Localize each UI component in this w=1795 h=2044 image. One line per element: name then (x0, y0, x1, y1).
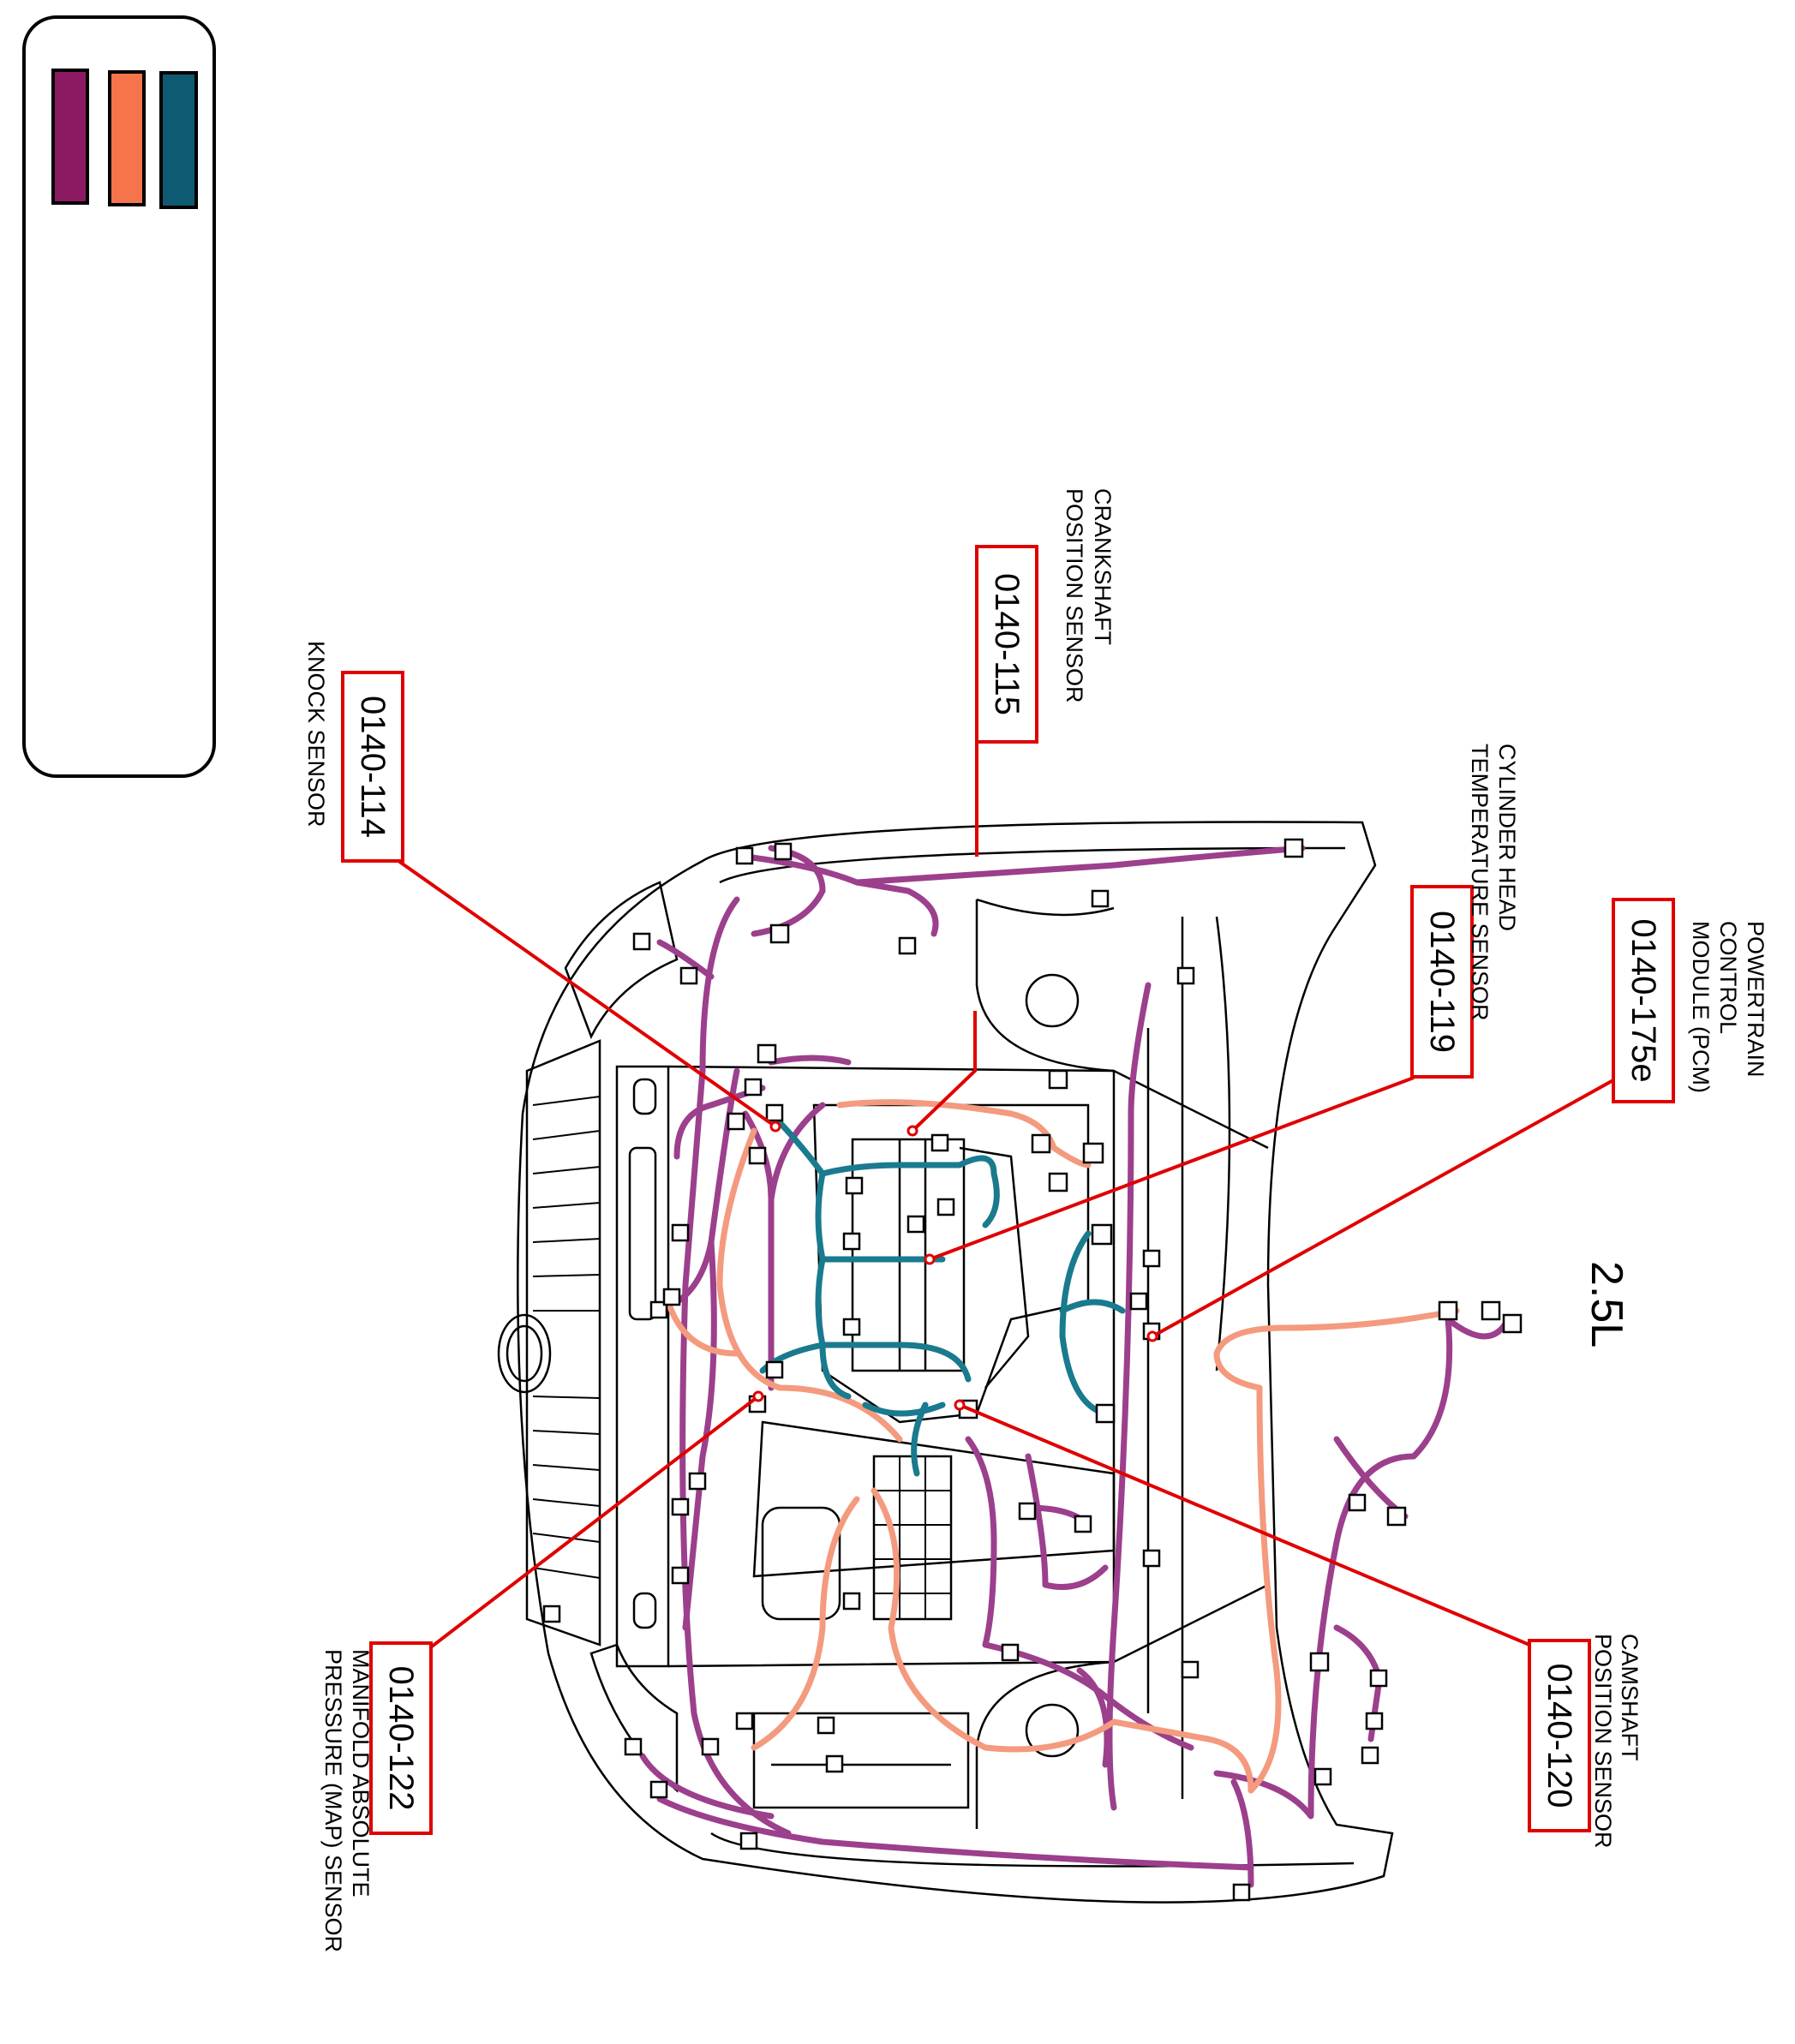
callout-box-knock: 0140-114 (341, 671, 404, 863)
legend-swatch-2 (108, 70, 146, 206)
callout-code-cht: 0140-119 (1423, 911, 1461, 1053)
callout-code-cam: 0140-120 (1541, 1663, 1578, 1808)
connectors (542, 838, 1523, 1902)
callout-label-crank: CRANKSHAFT (1090, 488, 1116, 645)
engine-label-group: 2.5L (1582, 1261, 1631, 1348)
label-map-line1: MANIFOLD ABSOLUTE (348, 1649, 374, 1898)
callout-box-cam: 0140-120 (1528, 1639, 1591, 1832)
callout-label-crank2: POSITION SENSOR (1062, 488, 1087, 703)
callout-label-cam2: POSITION SENSOR (1590, 1634, 1616, 1849)
harness-injector (759, 1110, 1126, 1477)
callout-code-knock: 0140-114 (354, 696, 392, 838)
label-cht-line1: CYLINDER HEAD (1494, 744, 1520, 931)
legend-swatch-3 (159, 71, 198, 209)
callout-anchors (752, 1121, 1158, 1411)
callout-label-map1: MANIFOLD ABSOLUTE (348, 1649, 374, 1898)
callout-label-pcm2: CONTROL (1715, 921, 1741, 1034)
harness-sensor (665, 1099, 1460, 1794)
callout-label-map2: PRESSURE (MAP) SENSOR (320, 1649, 346, 1952)
harness-engine (639, 845, 1511, 1888)
label-crank-line1: CRANKSHAFT (1090, 488, 1116, 645)
legend-panel (22, 15, 216, 778)
callout-label-cht2: TEMPERATURE SENSOR (1467, 744, 1493, 1021)
callout-box-pcm: 0140-175e (1612, 898, 1675, 1103)
callout-code-crank: 0140-115 (988, 573, 1026, 715)
label-cam-line1: CAMSHAFT (1617, 1634, 1642, 1761)
callout-label-pcm3: MODULE (PCM) (1688, 921, 1714, 1093)
label-map-line2: PRESSURE (MAP) SENSOR (320, 1649, 346, 1952)
label-knock-line1: KNOCK SENSOR (303, 641, 329, 828)
label-pcm-line3: MODULE (PCM) (1688, 921, 1714, 1093)
callout-label-cam1: CAMSHAFT (1617, 1634, 1642, 1761)
label-pcm-line2: CONTROL (1715, 921, 1741, 1034)
engine-label: 2.5L (1582, 1261, 1631, 1348)
label-crank-line2: POSITION SENSOR (1062, 488, 1087, 703)
callout-label-pcm1: POWERTRAIN (1743, 921, 1768, 1078)
callout-leaders (397, 737, 1620, 1651)
legend-swatch-1 (51, 69, 89, 205)
callout-box-map: 0140-122 (369, 1641, 433, 1835)
callout-label-cht1: CYLINDER HEAD (1494, 744, 1520, 931)
callout-code-map: 0140-122 (382, 1665, 420, 1810)
callout-box-cht: 0140-119 (1410, 885, 1474, 1079)
callout-label-knock: KNOCK SENSOR (303, 641, 329, 828)
callout-code-pcm: 0140-175e (1624, 918, 1662, 1082)
label-cam-line2: POSITION SENSOR (1590, 1634, 1616, 1849)
label-cht-line2: TEMPERATURE SENSOR (1467, 744, 1493, 1021)
label-pcm-line1: POWERTRAIN (1743, 921, 1768, 1078)
callout-box-crank: 0140-115 (975, 545, 1038, 744)
